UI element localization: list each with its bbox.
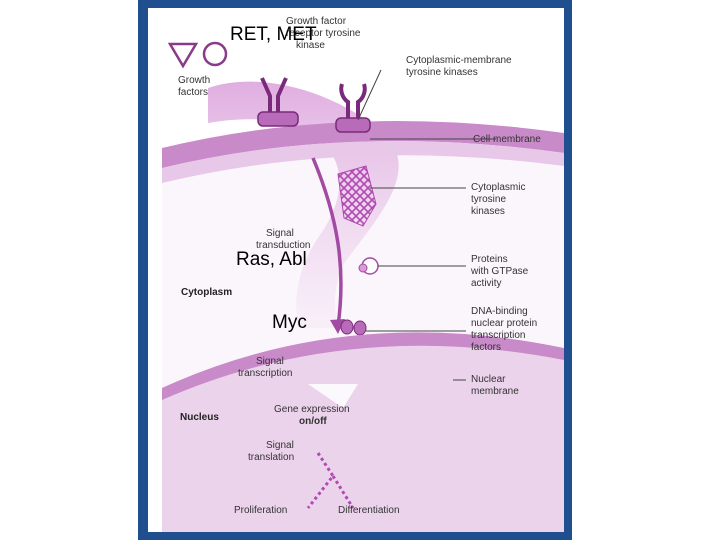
dna-binding-label: DNA-binding nuclear protein transcriptio… <box>471 306 540 353</box>
signal-translation-label: Signal translation <box>248 440 297 463</box>
triangle-icon <box>167 42 199 69</box>
overlay-gtpase-label: Ras, Abl <box>236 249 307 270</box>
cyto-membrane-kinases-label: Cytoplasmic-membrane tyrosine kinases <box>406 55 514 78</box>
nucleus-region <box>162 345 564 532</box>
pathway-arrowhead <box>330 319 345 334</box>
leader-line <box>357 69 382 121</box>
cell-membrane-label: Cell membrane <box>473 134 541 145</box>
diagram-panel: Growth factor receptor tyrosine kinase G… <box>148 8 564 532</box>
differentiation-arrow <box>331 475 355 509</box>
crosshatch-kinase-icon <box>337 165 377 227</box>
growth-factors-label: Growth factors <box>178 75 213 98</box>
pathway-arrow <box>311 157 343 327</box>
nucleus-label: Nucleus <box>180 412 219 423</box>
gene-expression-label: Gene expression on/off <box>274 404 352 427</box>
signal-transduction-label: Signal transduction <box>256 228 310 251</box>
receptor-icon <box>335 83 371 133</box>
cytoplasm-label: Cytoplasm <box>181 287 232 298</box>
signal-transcription-label: Signal transcription <box>238 356 292 379</box>
cell-membrane-inner <box>162 141 564 183</box>
nuclear-membrane-label: Nuclear membrane <box>471 374 519 397</box>
cell-membrane-band <box>162 121 564 168</box>
proliferation-label: Proliferation <box>234 505 287 516</box>
overlay-receptors-label: RET, MET <box>230 24 317 45</box>
receptor-icon <box>257 77 299 127</box>
gtpase-proteins-label: Proteins with GTPase activity <box>470 254 531 289</box>
protein-dot-icon <box>340 319 367 336</box>
nucleus-signal-arrow <box>308 384 358 408</box>
receptor-kinase-label: Growth factor receptor tyrosine kinase <box>286 16 363 51</box>
signal-pathway-diagram: Growth factor receptor tyrosine kinase G… <box>162 16 564 532</box>
cyto-tyrosine-kinases-label: Cytoplasmic tyrosine kinases <box>471 182 528 217</box>
circle-icon <box>202 41 228 67</box>
differentiation-label: Differentiation <box>338 505 400 516</box>
proliferation-arrow <box>306 452 335 509</box>
overlay-transcription-label: Myc <box>272 312 307 333</box>
